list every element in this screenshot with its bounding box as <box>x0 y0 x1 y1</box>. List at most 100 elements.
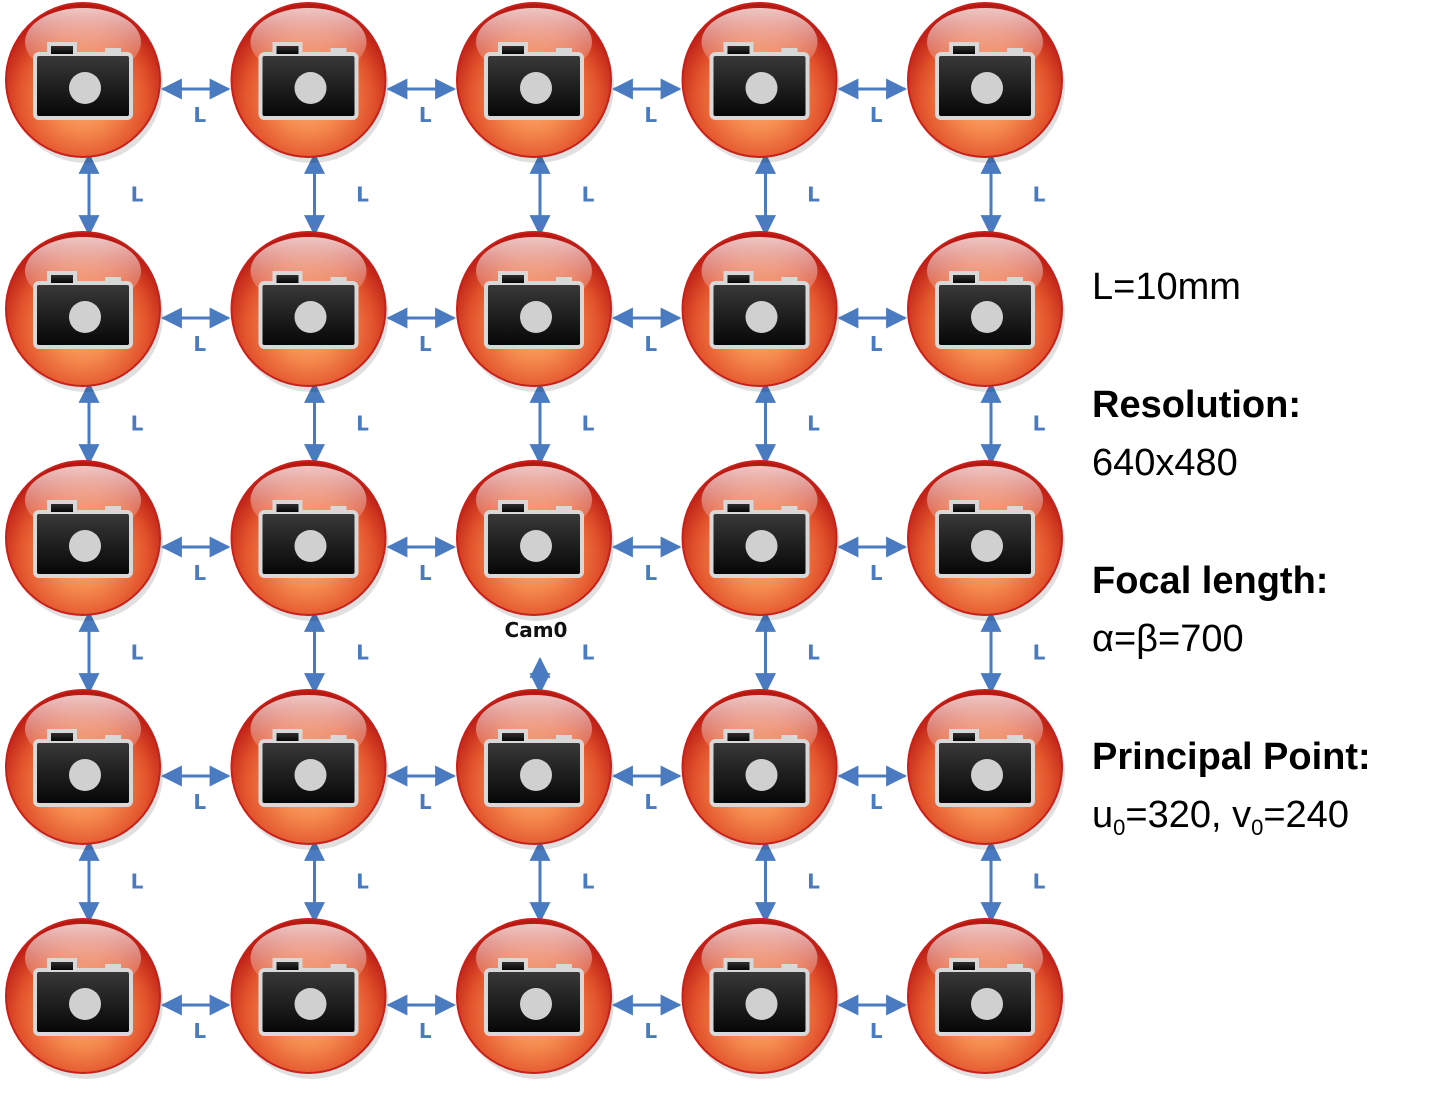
camera-icon <box>709 958 810 1036</box>
focal-length-label: Focal length: <box>1092 560 1329 602</box>
camera-icon <box>709 271 810 349</box>
spacing-label: L <box>807 412 820 436</box>
camera-icon <box>709 729 810 807</box>
camera-node <box>907 231 1065 392</box>
camera-icon <box>935 271 1035 349</box>
spacing-value: L=10mm <box>1092 266 1241 308</box>
camera-node <box>456 460 614 621</box>
camera-icon <box>258 42 359 120</box>
spacing-label: L <box>193 103 206 127</box>
camera-icon <box>33 271 133 349</box>
camera-icon <box>258 271 359 349</box>
camera-node <box>5 2 163 163</box>
camera-icon <box>484 729 584 807</box>
camera-icon <box>935 500 1035 578</box>
spacing-label: L <box>193 1019 206 1043</box>
spacing-label: L <box>419 561 432 585</box>
spacing-label: L <box>870 332 883 356</box>
spacing-label: L <box>131 641 144 665</box>
camera-node <box>230 460 389 621</box>
spacing-label: L <box>419 1019 432 1043</box>
camera-node <box>681 918 840 1079</box>
camera-node <box>456 689 614 850</box>
camera-node <box>5 918 163 1079</box>
spacing-label: L <box>356 641 369 665</box>
spacing-label: L <box>807 870 820 894</box>
camera-icon <box>935 729 1035 807</box>
spacing-label: L <box>193 561 206 585</box>
spacing-label: L <box>1033 870 1046 894</box>
reference-camera-label: Cam0 <box>505 618 568 642</box>
spacing-label: L <box>870 103 883 127</box>
camera-node <box>681 689 840 850</box>
spacing-label: L <box>1033 412 1046 436</box>
spacing-label: L <box>582 641 595 665</box>
spacing-label: L <box>356 870 369 894</box>
spacing-label: L <box>807 641 820 665</box>
spacing-label: L <box>1033 183 1046 207</box>
principal-point-label: Principal Point: <box>1092 736 1371 778</box>
principal-u-value: =320, <box>1125 794 1233 836</box>
spacing-label: L <box>582 870 595 894</box>
camera-node <box>456 231 614 392</box>
camera-icon <box>33 729 133 807</box>
spacing-label: L <box>870 790 883 814</box>
spacing-label: L <box>644 103 657 127</box>
spacing-label: L <box>356 412 369 436</box>
camera-node <box>681 460 840 621</box>
principal-u-subscript: 0 <box>1113 815 1126 840</box>
camera-node <box>907 2 1065 163</box>
focal-length-value: α=β=700 <box>1092 618 1244 660</box>
camera-icon <box>484 500 584 578</box>
camera-node <box>230 231 389 392</box>
spacing-label: L <box>1033 641 1046 665</box>
spacing-label: L <box>131 412 144 436</box>
camera-node <box>5 460 163 621</box>
camera-icon <box>258 500 359 578</box>
camera-icon <box>484 958 584 1036</box>
principal-point-value: u0=320, v0=240 <box>1092 786 1442 844</box>
spacing-label: L <box>644 561 657 585</box>
principal-u-symbol: u <box>1092 794 1114 836</box>
camera-icon <box>709 42 810 120</box>
camera-node <box>5 689 163 850</box>
camera-node <box>456 918 614 1079</box>
spacing-label: L <box>193 790 206 814</box>
camera-icon <box>33 500 133 578</box>
spacing-label: L <box>419 790 432 814</box>
principal-v-subscript: 0 <box>1251 815 1264 840</box>
spacing-label: L <box>582 183 595 207</box>
principal-v-value: =240 <box>1263 794 1349 836</box>
spacing-label: L <box>419 332 432 356</box>
camera-node <box>230 2 389 163</box>
camera-node <box>456 2 614 163</box>
camera-icon <box>258 958 359 1036</box>
resolution-value: 640x480 <box>1092 442 1238 484</box>
spacing-label: L <box>193 332 206 356</box>
spacing-label: L <box>644 790 657 814</box>
camera-icon <box>33 42 133 120</box>
camera-node <box>681 2 840 163</box>
camera-icon <box>935 42 1035 120</box>
camera-icon <box>484 271 584 349</box>
camera-icon <box>258 729 359 807</box>
camera-node <box>907 460 1065 621</box>
camera-icon <box>33 958 133 1036</box>
camera-node <box>907 689 1065 850</box>
camera-icon <box>935 958 1035 1036</box>
camera-icon <box>709 500 810 578</box>
spacing-label: L <box>644 1019 657 1043</box>
spacing-label: L <box>419 103 432 127</box>
camera-node <box>230 918 389 1079</box>
spacing-label: L <box>356 183 369 207</box>
spacing-label: L <box>807 183 820 207</box>
spacing-label: L <box>870 561 883 585</box>
spacing-label: L <box>582 412 595 436</box>
camera-node <box>681 231 840 392</box>
camera-node <box>5 231 163 392</box>
camera-parameters: L=10mm Resolution: 640x480 Focal length:… <box>1092 258 1442 844</box>
camera-node <box>907 918 1065 1079</box>
spacing-label: L <box>644 332 657 356</box>
principal-v-symbol: v <box>1232 794 1252 836</box>
